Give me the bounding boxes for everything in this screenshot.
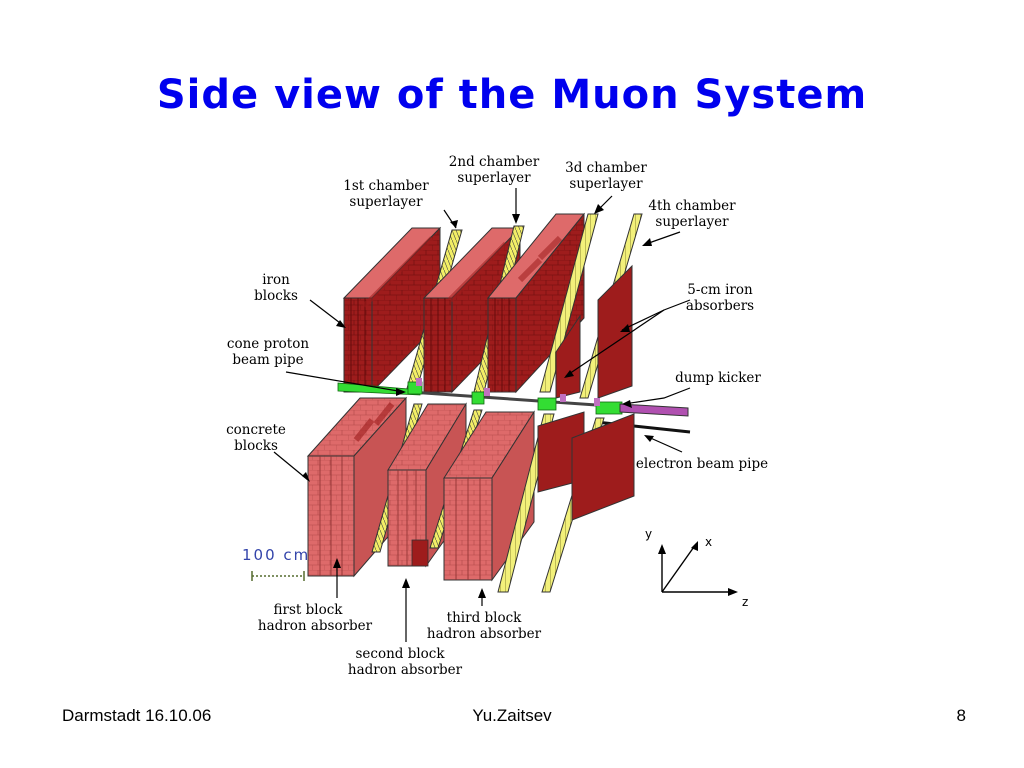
label-first-block-line2: hadron absorber bbox=[258, 618, 373, 634]
label-4th-chamber-line2: superlayer bbox=[655, 214, 729, 230]
label-cone-pipe-line1: cone proton bbox=[227, 336, 309, 352]
first-block-lower bbox=[306, 396, 408, 578]
axis-z-label: z bbox=[742, 595, 748, 609]
label-iron-blocks-line2: blocks bbox=[254, 288, 298, 304]
label-iron-absorbers-line1: 5-cm iron bbox=[687, 282, 753, 298]
leader-lines bbox=[273, 188, 691, 642]
label-1st-chamber-line2: superlayer bbox=[349, 194, 423, 210]
label-concrete-line1: concrete bbox=[226, 422, 286, 438]
slide-title: Side view of the Muon System bbox=[156, 72, 868, 118]
axis-y-label: y bbox=[645, 527, 652, 541]
scale-bar: 100 cm bbox=[242, 546, 310, 581]
upper-blocks bbox=[342, 212, 643, 399]
iron-absorber-2-lower bbox=[571, 413, 635, 521]
label-second-block-line1: second block bbox=[355, 646, 445, 662]
chamber-superlayer-3-upper bbox=[539, 213, 599, 393]
label-3d-chamber-line2: superlayer bbox=[569, 176, 643, 192]
label-concrete-line2: blocks bbox=[234, 438, 278, 454]
footer-location-date: Darmstadt 16.10.06 bbox=[62, 706, 212, 725]
label-cone-pipe-line2: beam pipe bbox=[232, 352, 303, 368]
beam-line bbox=[337, 378, 691, 434]
third-block-upper bbox=[486, 212, 586, 394]
iron-absorber-1-upper bbox=[555, 314, 581, 399]
footer-page-number: 8 bbox=[956, 706, 966, 725]
label-first-block-line1: first block bbox=[274, 602, 344, 618]
label-electron-beam-pipe: electron beam pipe bbox=[636, 456, 768, 472]
dump-kicker bbox=[619, 403, 689, 417]
label-3d-chamber-line1: 3d chamber bbox=[565, 160, 647, 176]
label-1st-chamber-line1: 1st chamber bbox=[343, 178, 429, 194]
label-iron-absorbers-line2: absorbers bbox=[686, 298, 754, 314]
lower-blocks bbox=[306, 396, 635, 593]
label-second-block-line2: hadron absorber bbox=[348, 662, 463, 678]
second-block-upper bbox=[422, 226, 522, 394]
diagram-labels: 2nd chamber superlayer 3d chamber superl… bbox=[226, 154, 768, 678]
label-4th-chamber-line1: 4th chamber bbox=[648, 198, 736, 214]
label-dump-kicker: dump kicker bbox=[675, 370, 761, 386]
coordinate-axes bbox=[658, 541, 738, 596]
label-iron-blocks-line1: iron bbox=[262, 272, 290, 288]
label-third-block-line1: third block bbox=[447, 610, 522, 626]
iron-absorber-2-upper bbox=[597, 264, 633, 399]
label-third-block-line2: hadron absorber bbox=[427, 626, 542, 642]
label-2nd-chamber-line1: 2nd chamber bbox=[449, 154, 540, 170]
label-2nd-chamber-line2: superlayer bbox=[457, 170, 531, 186]
axis-x-label: x bbox=[705, 535, 712, 549]
third-block-lower bbox=[443, 410, 535, 582]
scale-label: 100 cm bbox=[242, 546, 310, 564]
footer-author: Yu.Zaitsev bbox=[472, 706, 552, 725]
